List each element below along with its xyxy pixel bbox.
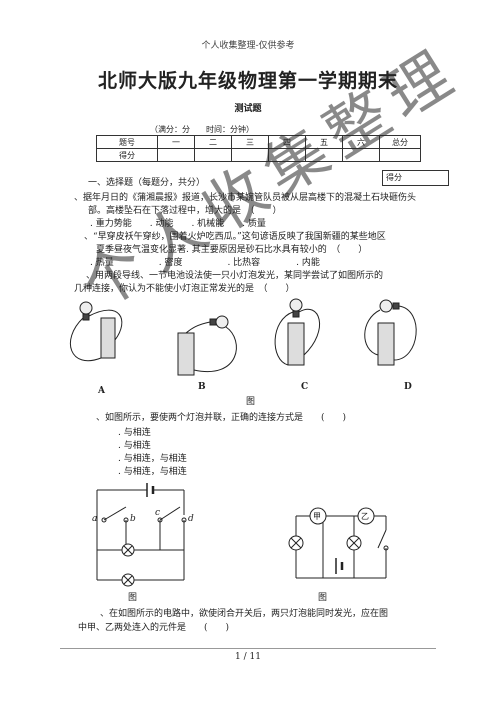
question-2-line-2: 夏季昼夜气温变化显著. 其主要原因是砂石比水具有较小的 （ ） — [96, 245, 368, 255]
meter-label-yi: 乙 — [361, 512, 369, 521]
circuit-b-diagram — [177, 315, 237, 376]
question-1-line-2: 部。高楼坠石在下落过程中，增大的是 （ ） — [88, 206, 282, 216]
meter-label-jia: 甲 — [313, 512, 321, 521]
question-2-options: . 热量 . 密度 . 比热容 . 内能 — [90, 258, 320, 268]
figure-label-a: A — [98, 386, 105, 396]
score-table-header-row: 题号 一 二 三 四 五 六 总分 — [96, 135, 421, 149]
exam-meta: （满分：分 时间：分钟） — [150, 125, 254, 134]
terminal-label-a: a — [92, 514, 98, 524]
page-subtitle: 测试题 — [234, 104, 262, 114]
figure-label-d: D — [404, 382, 412, 392]
score-table-value-row: 得分 — [96, 148, 421, 162]
score-cell: 得分 — [96, 148, 158, 162]
question-4-option: . 与相连 — [118, 428, 151, 438]
page-number: 1 / 11 — [235, 652, 261, 662]
question-5-line-2: 中甲、乙两处连入的元件是 ( ) — [78, 623, 230, 633]
question-1-line-1: 、据年月日的《蒲湘晨报》报道，长沙市某婉管队员被从层高楼下的混凝土石块砸伤头 — [74, 193, 417, 203]
question-4-line-1: 、如图所示，要使两个灯泡并联，正确的连接方式是 ( ) — [96, 413, 347, 423]
figure-label-b: B — [198, 382, 206, 392]
question-4-option: . 与相连，与相连 — [118, 467, 187, 477]
terminal-label-b: b — [130, 514, 136, 524]
score-table: 题号 一 二 三 四 五 六 总分 得分 — [96, 135, 421, 162]
question-3-line-2: 几种连接，你认为不能使小灯泡正常发光的是 （ ） — [74, 284, 295, 294]
figure-caption: 图 — [246, 397, 256, 407]
section-score-box: 得分 — [382, 170, 449, 186]
terminal-label-d: d — [188, 514, 194, 524]
score-cell — [379, 148, 421, 162]
question-4-option: . 与相连，与相连 — [118, 454, 187, 464]
figure-label-c: C — [301, 382, 309, 392]
question-1-options: . 重力势能 . 动能 . 机械能 . 质量 — [90, 219, 266, 229]
terminal-label-c: c — [155, 508, 161, 518]
question-2-line-1: 、“早穿皮袄午穿纱，围着火炉吃西瓜。”这句谚语反映了我国新疆的某些地区 — [84, 232, 386, 242]
section-heading: 一、选择题（每题分，共分） — [88, 178, 206, 188]
question-5-line-1: 、在如图所示的电路中，欲使闭合开关后，两只灯泡能同时发光，应在图 — [100, 609, 389, 619]
circuit-a-diagram — [69, 301, 123, 362]
circuit-c-diagram — [274, 298, 321, 366]
question-3-line-1: 、用两段导线、一节电池设法使一只小灯泡发光，某同学尝试了如图所示的 — [86, 271, 384, 281]
figure-caption: 图 — [318, 593, 328, 603]
page-title: 北师大版九年级物理第一学期期末 — [97, 70, 398, 92]
footer-divider — [60, 648, 436, 649]
question-4-option: . 与相连 — [118, 441, 151, 451]
page-header: 个人收集整理-仅供参考 — [201, 41, 295, 51]
circuit-d-diagram — [364, 299, 417, 366]
figure-caption: 图 — [128, 593, 138, 603]
